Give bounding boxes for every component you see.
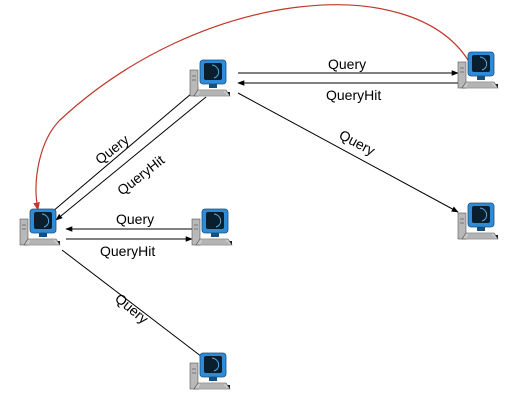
label-queryhit-middle: QueryHit	[100, 243, 155, 259]
edge-query-to-bottom	[61, 249, 207, 361]
label-query-bottom: Query	[112, 290, 151, 327]
computer-icon	[191, 208, 233, 246]
label-query-top: Query	[328, 56, 366, 72]
computer-icon	[19, 208, 61, 246]
label-queryhit-left: QueryHit	[114, 152, 167, 199]
label-query-middle: Query	[116, 211, 154, 227]
computer-icon	[457, 51, 499, 89]
computer-icon	[189, 59, 231, 97]
direct-response-arrow	[33, 4, 469, 211]
label-queryhit-top: QueryHit	[326, 87, 381, 103]
computer-icon	[457, 202, 499, 240]
label-query-right: Query	[337, 127, 378, 159]
edge-query-left-up	[51, 87, 199, 213]
edge-queryhit-left	[55, 96, 207, 221]
edge-query-to-right	[237, 92, 459, 213]
computer-icon	[189, 352, 231, 390]
